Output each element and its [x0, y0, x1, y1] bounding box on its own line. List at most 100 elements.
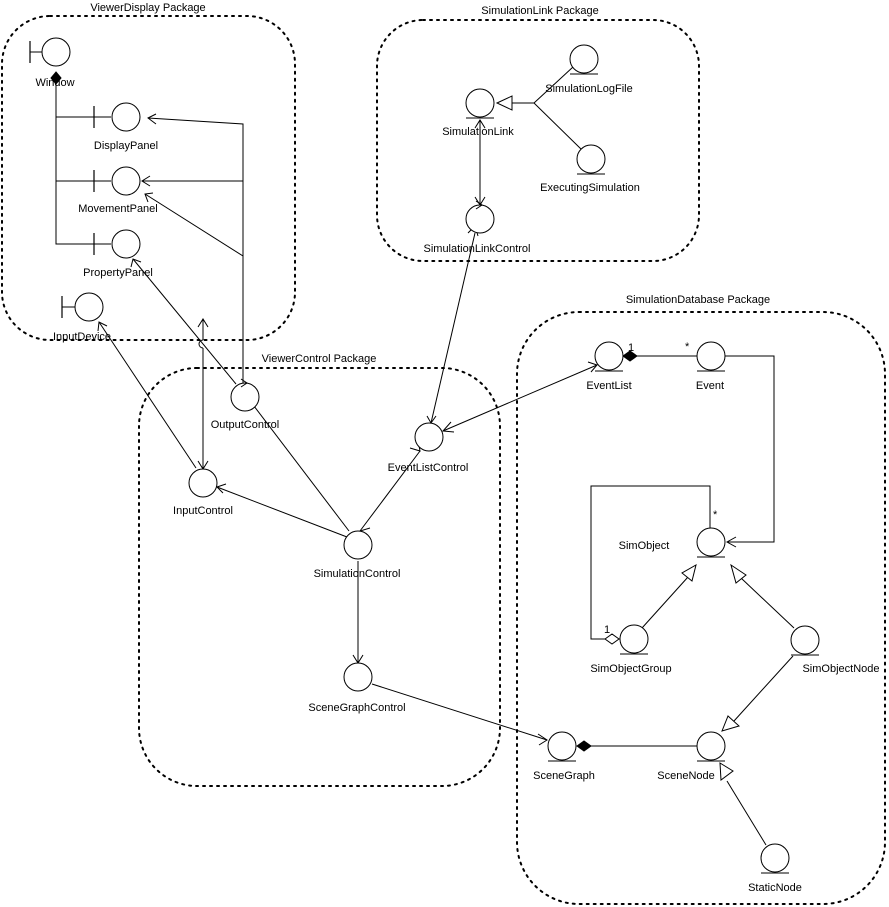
- class-sim-object[interactable]: SimObject: [619, 527, 726, 558]
- package-viewer-display: [1, 15, 296, 341]
- gen-simobjectnode-scenenode: [733, 655, 794, 722]
- class-input-control[interactable]: InputControl: [173, 468, 233, 517]
- link-sim-output: [253, 405, 350, 532]
- package-title-simulation-link: SimulationLink Package: [481, 5, 598, 17]
- package-simulation-database: [516, 311, 886, 905]
- class-scene-node[interactable]: SceneNode: [657, 731, 726, 782]
- arrow-to-movement-diag: [144, 192, 154, 203]
- class-simulation-log-file[interactable]: SimulationLogFile: [545, 44, 633, 95]
- package-simulation-link: [376, 19, 700, 262]
- link-window-property: [55, 181, 111, 245]
- simulation-control-icon: [343, 530, 373, 560]
- class-label-scene-graph-control: SceneGraphControl: [308, 702, 405, 714]
- gen-executing: [533, 102, 583, 151]
- class-scene-graph[interactable]: SceneGraph: [533, 731, 595, 782]
- event-icon: [696, 341, 726, 371]
- arrow-to-property: [130, 258, 142, 268]
- class-input-device[interactable]: InputDevice: [53, 292, 111, 343]
- sim-object-group-icon: [619, 624, 649, 654]
- triangle-simlink: [495, 95, 513, 111]
- multiplicity-eventlist-one: 1: [628, 342, 634, 354]
- scene-node-icon: [696, 731, 726, 761]
- class-label-scene-node: SceneNode: [657, 770, 715, 782]
- sim-object-node-icon: [790, 625, 820, 655]
- class-output-control[interactable]: OutputControl: [211, 378, 279, 431]
- link-event-simobject: [725, 355, 775, 543]
- gen-group-simobject: [641, 576, 689, 629]
- class-event-list-control[interactable]: EventListControl: [388, 422, 469, 474]
- class-label-executing-simulation: ExecutingSimulation: [540, 182, 640, 194]
- link-sim-input: [216, 486, 348, 538]
- class-label-event: Event: [696, 380, 724, 392]
- link-output-display: [147, 117, 244, 383]
- event-list-icon: [594, 341, 624, 371]
- link-input-device: [98, 321, 197, 469]
- class-movement-panel[interactable]: MovementPanel: [78, 166, 158, 215]
- link-input-output-hop: [198, 339, 204, 349]
- class-label-simulation-link: SimulationLink: [442, 126, 514, 138]
- class-static-node[interactable]: StaticNode: [748, 843, 802, 894]
- class-scene-graph-control[interactable]: SceneGraphControl: [308, 662, 406, 714]
- class-label-sim-object: SimObject: [619, 540, 670, 552]
- class-event[interactable]: Event: [696, 341, 726, 392]
- diamond-simobjectgroup: [604, 633, 620, 645]
- scene-graph-control-icon: [343, 662, 373, 692]
- class-label-display-panel: DisplayPanel: [94, 140, 158, 152]
- class-display-panel[interactable]: DisplayPanel: [93, 102, 158, 152]
- executing-simulation-icon: [576, 144, 606, 174]
- class-label-output-control: OutputControl: [211, 419, 279, 431]
- triangle-simobject-left: [681, 563, 697, 582]
- class-label-simulation-link-control: SimulationLinkControl: [424, 243, 531, 255]
- arrow-to-eventlist: [587, 361, 598, 373]
- output-control-icon: [230, 382, 260, 412]
- multiplicity-group-one: 1: [604, 624, 610, 636]
- class-sim-object-group[interactable]: SimObjectGroup: [590, 624, 672, 675]
- movement-panel-icon: [111, 166, 141, 196]
- class-label-sim-object-group: SimObjectGroup: [590, 663, 671, 675]
- gen-logfile: [533, 66, 574, 104]
- arrow-simlink-up: [474, 119, 486, 129]
- link-scenegraphcontrol-scenegraph: [371, 683, 548, 741]
- sim-object-icon: [696, 527, 726, 557]
- class-label-window: Window: [35, 77, 74, 89]
- multiplicity-simobject-many: *: [713, 509, 718, 521]
- class-sim-object-node[interactable]: SimObjectNode: [790, 625, 880, 675]
- class-event-list[interactable]: EventList: [586, 341, 632, 392]
- class-simulation-link[interactable]: SimulationLink: [442, 88, 514, 138]
- class-window[interactable]: Window: [29, 37, 75, 89]
- package-title-simulation-database: SimulationDatabase Package: [626, 294, 770, 306]
- input-control-icon: [188, 468, 218, 498]
- class-label-input-device: InputDevice: [53, 331, 111, 343]
- gen-node-simobject: [740, 577, 795, 629]
- arrow-to-scenegraph: [537, 733, 548, 746]
- link-sim-eventlist: [359, 450, 421, 532]
- window-icon: [41, 37, 71, 67]
- simulation-link-icon: [465, 88, 495, 118]
- triangle-simobject-right: [730, 563, 747, 584]
- class-simulation-link-control[interactable]: SimulationLinkControl: [424, 200, 531, 255]
- class-label-property-panel: PropertyPanel: [83, 267, 153, 279]
- event-list-control-icon: [414, 422, 444, 452]
- connectors: [55, 66, 795, 846]
- class-label-event-list-control: EventListControl: [388, 462, 469, 474]
- control-arrow-icon: [240, 378, 248, 388]
- class-label-sim-object-node: SimObjectNode: [802, 663, 879, 675]
- link-output-movement-diag: [144, 193, 244, 257]
- triangle-scenenode-bottom: [719, 762, 734, 781]
- class-executing-simulation[interactable]: ExecutingSimulation: [540, 144, 640, 194]
- class-label-simulation-log-file: SimulationLogFile: [545, 83, 632, 95]
- link-eventlistcontrol-eventlist: [442, 364, 598, 432]
- simulation-link-control-icon: [465, 204, 495, 234]
- link-output-property: [132, 258, 237, 385]
- class-label-movement-panel: MovementPanel: [78, 203, 158, 215]
- gen-staticnode-scenenode: [726, 780, 767, 846]
- class-simulation-control[interactable]: SimulationControl: [314, 530, 401, 580]
- class-label-scene-graph: SceneGraph: [533, 770, 595, 782]
- link-eventlist-linkcontrol: [430, 232, 476, 424]
- class-property-panel[interactable]: PropertyPanel: [83, 229, 153, 279]
- arrow-to-outputcontrol-up: [197, 318, 209, 328]
- package-title-viewer-display: ViewerDisplay Package: [90, 2, 205, 14]
- input-device-icon: [74, 292, 104, 322]
- display-panel-icon: [111, 102, 141, 132]
